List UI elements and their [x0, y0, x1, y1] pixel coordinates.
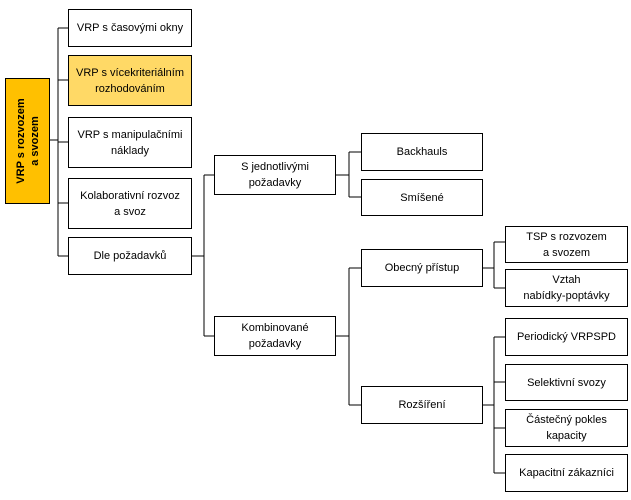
node-general-approach: Obecný přístup: [361, 249, 483, 287]
root-node: VRP s rozvozem a svozem: [5, 78, 50, 204]
node-capacitated-customers: Kapacitní zákazníci: [505, 454, 628, 492]
node-by-requirements: Dle požadavků: [68, 237, 192, 275]
node-extension: Rozšíření: [361, 386, 483, 424]
node-handling-costs: VRP s manipulačními náklady: [68, 117, 192, 168]
node-supply-demand: Vztah nabídky-poptávky: [505, 269, 628, 307]
node-time-windows: VRP s časovými okny: [68, 9, 192, 47]
node-multicriteria: VRP s vícekriteriálním rozhodováním: [68, 55, 192, 106]
node-mixed: Smíšené: [361, 179, 483, 216]
node-selective-pickups: Selektivní svozy: [505, 364, 628, 401]
root-label: VRP s rozvozem a svozem: [14, 98, 41, 184]
node-tsp-pickup-delivery: TSP s rozvozem a svozem: [505, 226, 628, 263]
node-partial-capacity-drop: Částečný pokles kapacity: [505, 409, 628, 447]
node-collaborative: Kolaborativní rozvoz a svoz: [68, 178, 192, 229]
node-combined-requirements: Kombinované požadavky: [214, 316, 336, 356]
node-periodic-vrpspd: Periodický VRPSPD: [505, 318, 628, 356]
node-single-requirements: S jednotlivými požadavky: [214, 155, 336, 195]
node-backhauls: Backhauls: [361, 133, 483, 171]
